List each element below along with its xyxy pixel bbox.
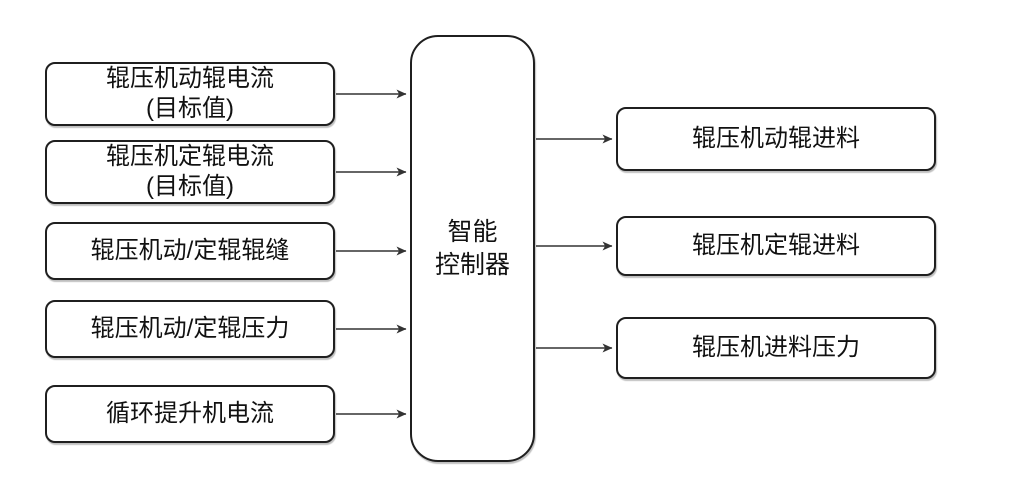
output-node-moving-roller-feed: 辊压机动辊进料 (616, 107, 936, 171)
input-node-fixed-roller-current-target: 辊压机定辊电流 (目标值) (45, 140, 335, 204)
node-label-line: 辊压机进料压力 (692, 334, 860, 361)
controller-node: 智能 控制器 (410, 35, 535, 462)
input-node-elevator-current: 循环提升机电流 (45, 385, 335, 443)
node-label-line: (目标值) (146, 173, 234, 200)
output-node-fixed-roller-feed: 辊压机定辊进料 (616, 216, 936, 276)
input-node-roller-pressure: 辊压机动/定辊压力 (45, 300, 335, 358)
node-label-line: 辊压机动辊进料 (692, 125, 860, 152)
node-label-line: 辊压机动/定辊辊缝 (90, 237, 290, 264)
node-label-line: 辊压机定辊进料 (692, 232, 860, 259)
node-label-line: 辊压机定辊电流 (106, 143, 274, 170)
node-label-line: (目标值) (146, 95, 234, 122)
output-node-feed-pressure: 辊压机进料压力 (616, 317, 936, 379)
node-label-line: 辊压机动/定辊压力 (90, 315, 290, 342)
input-node-moving-roller-current-target: 辊压机动辊电流 (目标值) (45, 62, 335, 126)
node-label-line: 控制器 (434, 250, 510, 279)
node-label-line: 辊压机动辊电流 (106, 65, 274, 92)
node-label-line: 智能 (447, 217, 498, 246)
input-node-roller-gap: 辊压机动/定辊辊缝 (45, 222, 335, 280)
node-label-line: 循环提升机电流 (106, 400, 274, 427)
